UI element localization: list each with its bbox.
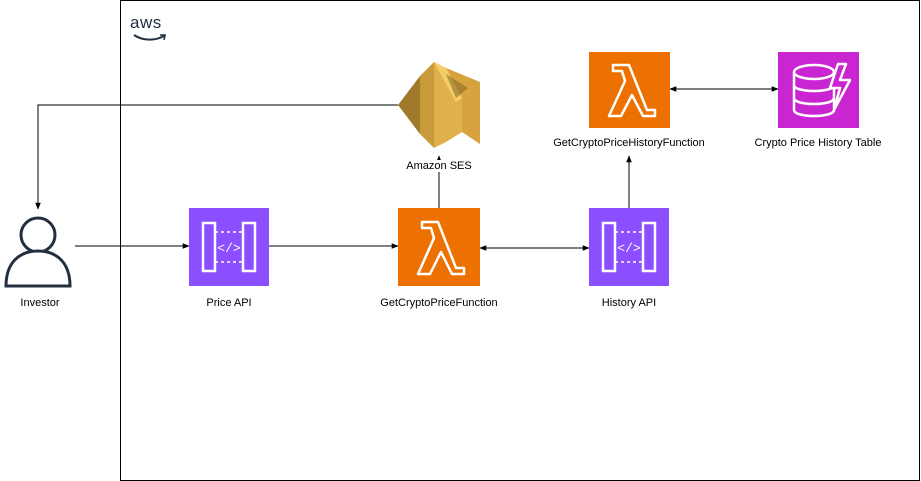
svg-text:</>: </> bbox=[617, 241, 641, 256]
edges bbox=[35, 86, 779, 251]
aws-logo-text: aws bbox=[130, 13, 162, 32]
svg-text:</>: </> bbox=[217, 241, 241, 256]
investor-label: Investor bbox=[20, 297, 60, 309]
aws-logo-icon: aws bbox=[130, 13, 170, 43]
api-gateway-icon: </> bbox=[589, 208, 669, 286]
lambda-icon bbox=[589, 52, 670, 128]
history-table-label: Crypto Price History Table bbox=[754, 137, 882, 149]
ses-icon bbox=[398, 62, 480, 148]
dynamodb-icon bbox=[778, 52, 859, 128]
edge-ses-to-investor bbox=[35, 104, 398, 210]
price-api-label: Price API bbox=[206, 297, 252, 309]
ses-label: Amazon SES bbox=[379, 160, 499, 172]
lambda-icon bbox=[398, 208, 480, 286]
get-price-function-label: GetCryptoPriceFunction bbox=[380, 297, 498, 309]
user-icon bbox=[4, 216, 72, 288]
history-function-label: GetCryptoPriceHistoryFunction bbox=[553, 137, 705, 149]
api-gateway-icon: </> bbox=[189, 208, 269, 286]
history-api-label: History API bbox=[601, 297, 657, 309]
